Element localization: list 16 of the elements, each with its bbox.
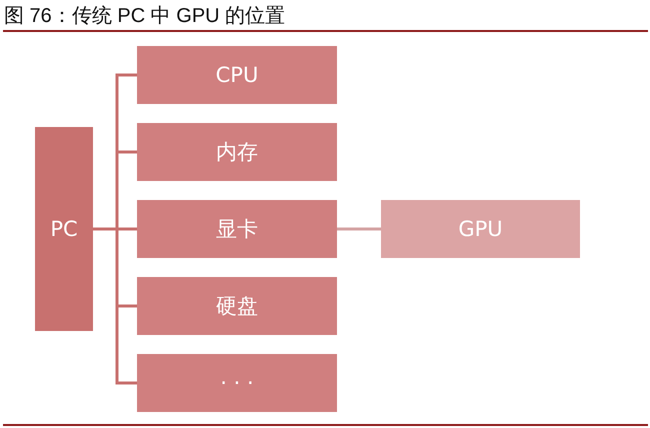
component-box <box>137 200 337 258</box>
component-label: 硬盘 <box>216 293 258 319</box>
component-label: · · · <box>220 370 254 396</box>
component-label: PC <box>50 216 78 242</box>
component-box <box>137 46 337 104</box>
component-box <box>137 277 337 335</box>
component-box <box>137 354 337 412</box>
component-label: CPU <box>216 62 258 88</box>
figure-title: 图 76：传统 PC 中 GPU 的位置 <box>4 4 286 28</box>
component-box <box>381 200 580 258</box>
component-label: 显卡 <box>216 216 258 242</box>
connector-line <box>337 228 381 230</box>
component-box <box>35 127 93 331</box>
component-label: 内存 <box>216 139 258 165</box>
component-label: GPU <box>458 216 503 242</box>
component-box <box>137 123 337 181</box>
